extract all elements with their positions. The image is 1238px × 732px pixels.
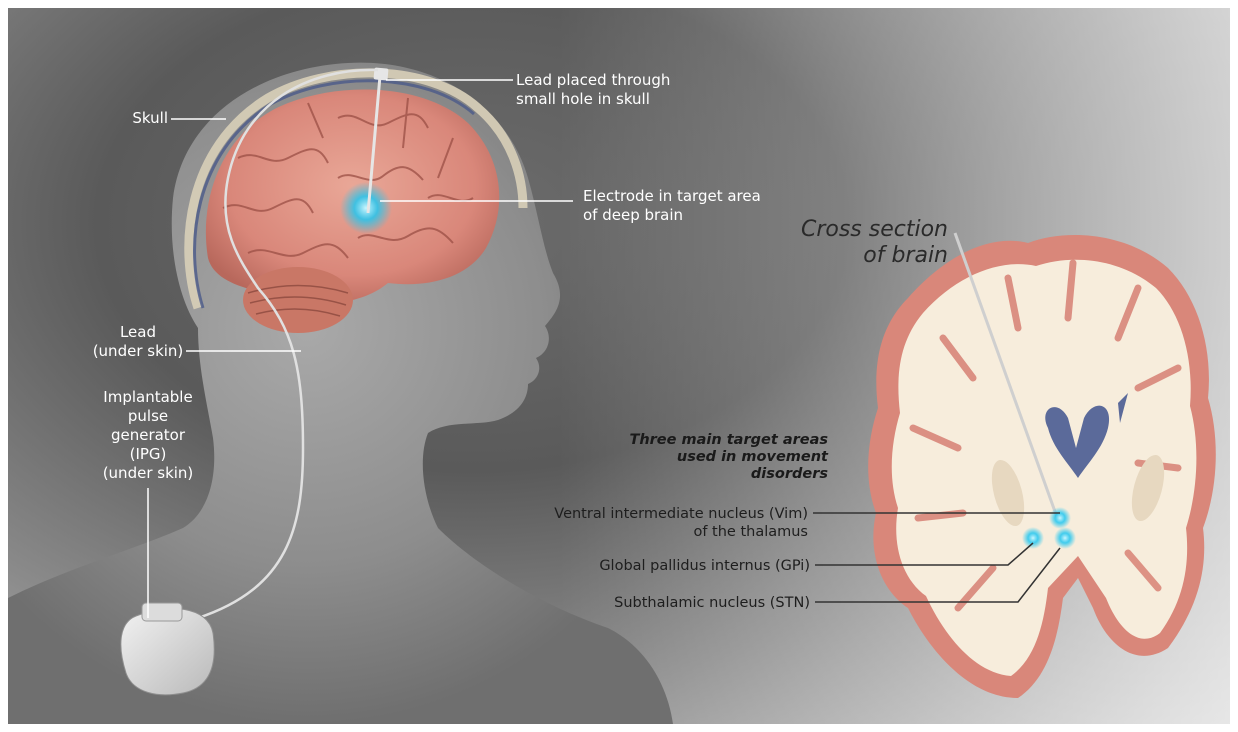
illustration-background: Skull Lead placed through small hole in … <box>8 8 1230 724</box>
electrode-glow <box>340 182 392 234</box>
label-gpi: Global pallidus internus (GPi) <box>508 557 810 575</box>
label-lead-under-skin: Lead (under skin) <box>83 323 193 361</box>
illustration-artwork <box>8 8 1230 724</box>
target-vim <box>1049 507 1071 529</box>
label-cross-section: Cross section of brain <box>748 217 948 269</box>
label-three-targets: Three main target areas used in movement… <box>568 432 828 483</box>
label-ipg: Implantable pulse generator (IPG) (under… <box>83 388 213 483</box>
label-skull: Skull <box>98 109 168 128</box>
target-gpi <box>1022 527 1044 549</box>
label-lead-placed: Lead placed through small hole in skull <box>516 71 756 109</box>
target-stn <box>1054 527 1076 549</box>
label-vim: Ventral intermediate nucleus (Vim) of th… <box>508 505 808 541</box>
label-stn: Subthalamic nucleus (STN) <box>508 594 810 612</box>
